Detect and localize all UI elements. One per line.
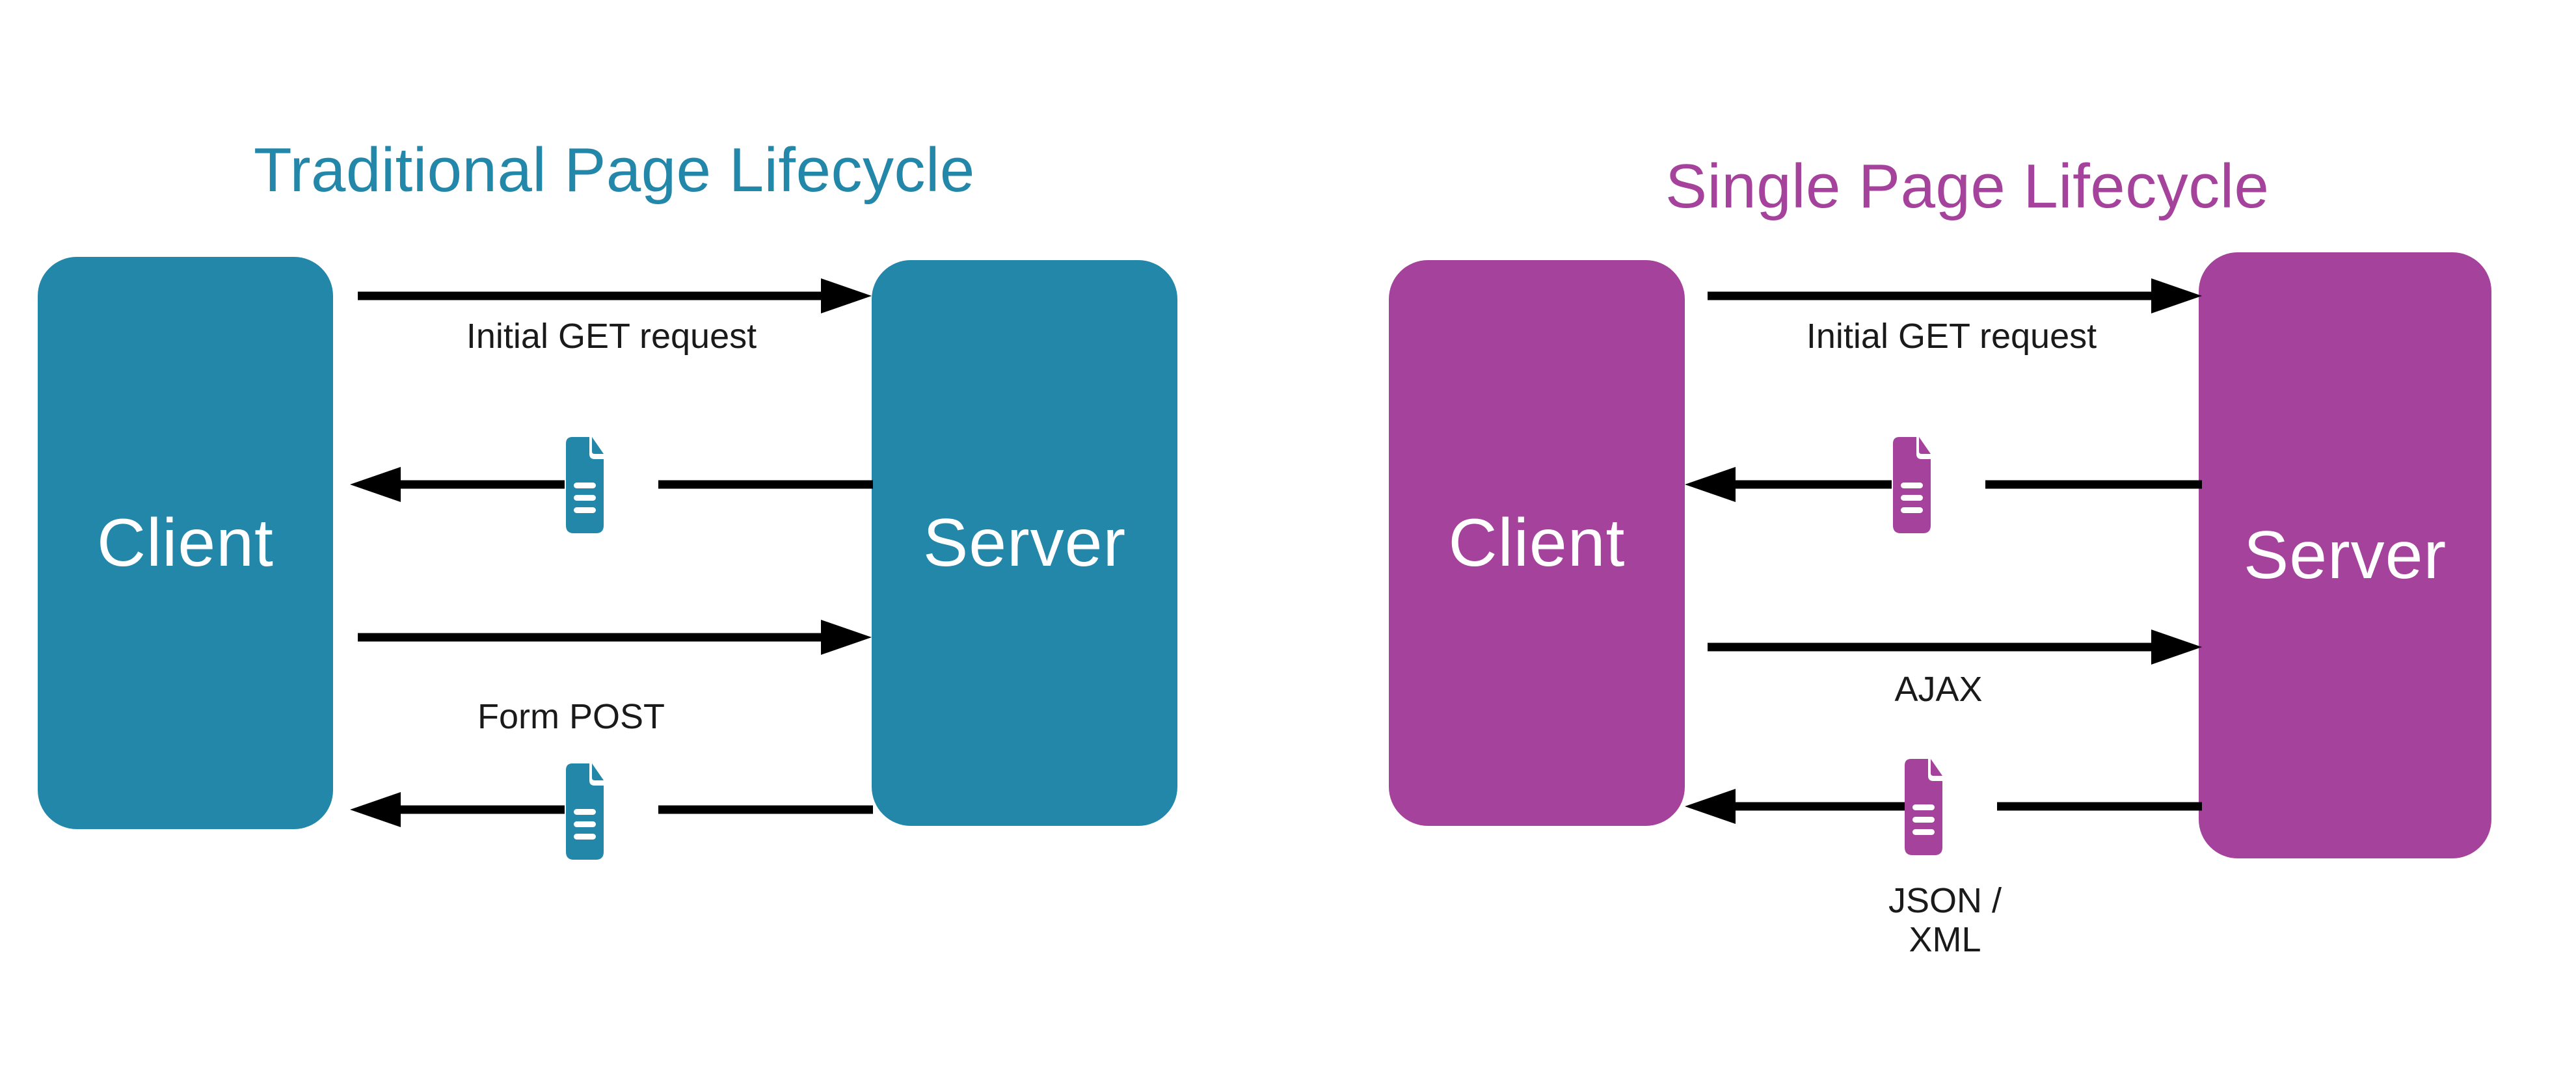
- document-icon-4-traditional-wrapper: [561, 761, 606, 862]
- document-icon: [566, 437, 604, 533]
- document-icon: [1893, 437, 1931, 533]
- flow-arrow-3-single: [1708, 624, 2202, 670]
- flow-label-3-single: AJAX: [1894, 670, 1983, 709]
- document-icon-2-traditional-wrapper: [561, 434, 606, 536]
- flow-arrow-1-traditional: [358, 273, 872, 319]
- node-client-traditional-label: Client: [97, 505, 274, 581]
- flow-arrow-1-single: [1708, 273, 2202, 319]
- document-icon-2-single-wrapper: [1888, 434, 1933, 536]
- node-server-traditional-label: Server: [922, 505, 1127, 581]
- flow-arrow-4-traditional: [350, 787, 873, 832]
- document-icon: [1905, 759, 1942, 855]
- flow-arrow-4-single: [1685, 784, 2202, 829]
- flow-arrow-2-traditional: [350, 462, 873, 507]
- flow-arrow-2-single: [1685, 462, 2202, 507]
- flow-arrow-3-traditional: [358, 615, 872, 660]
- panel-traditional-page-lifecycle: Traditional Page Lifecycle Client Server…: [38, 135, 1177, 862]
- panel-title-traditional: Traditional Page Lifecycle: [254, 135, 975, 205]
- node-client-single[interactable]: Client: [1389, 260, 1685, 826]
- node-server-single-label: Server: [2243, 518, 2447, 593]
- node-server-traditional[interactable]: Server: [872, 260, 1177, 826]
- flow-label-1-traditional: Initial GET request: [466, 317, 757, 356]
- node-client-single-label: Client: [1448, 505, 1626, 581]
- panel-title-single: Single Page Lifecycle: [1665, 152, 2270, 222]
- flow-label-3-traditional: Form POST: [477, 697, 665, 736]
- document-icon: [566, 763, 604, 860]
- node-server-single[interactable]: Server: [2199, 252, 2491, 858]
- document-icon-4-single-wrapper: [1899, 756, 1945, 858]
- flow-label-1-single: Initial GET request: [1806, 317, 2097, 356]
- node-client-traditional[interactable]: Client: [38, 257, 333, 829]
- panel-single-page-lifecycle: Single Page Lifecycle Client Server Init…: [1288, 0, 2576, 1086]
- flow-label-4-single: JSON / XML: [1888, 881, 2002, 960]
